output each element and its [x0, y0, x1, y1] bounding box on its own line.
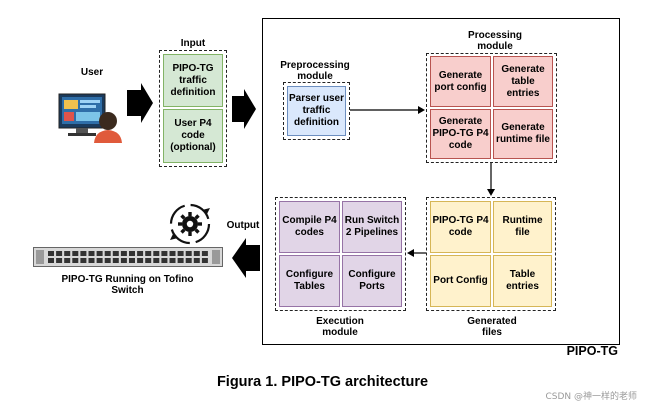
table-entries-file-box: Table entries: [493, 255, 552, 307]
processing-label: Processing module: [468, 30, 522, 52]
generate-table-entries-box: Generate table entries: [493, 56, 553, 107]
parser-box: Parser user traffic definition: [287, 86, 346, 136]
user-label: User: [80, 67, 104, 78]
configure-tables-box: Configure Tables: [279, 255, 340, 307]
input-group: [159, 50, 227, 167]
processing-group: [426, 53, 557, 163]
compile-p4-codes-box: Compile P4 codes: [279, 201, 340, 253]
generated-files-group: [426, 197, 556, 311]
arrow-execution-to-output: [232, 238, 260, 278]
generate-pipo-tg-p4-code-box: Generate PIPO-TG P4 code: [430, 109, 491, 159]
user-p4-code-box: User P4 code (optional): [163, 109, 223, 163]
generate-runtime-file-box: Generate runtime file: [493, 109, 553, 159]
input-label: Input: [180, 38, 206, 49]
switch-label: PIPO-TG Running on Tofino Switch: [61, 274, 194, 296]
generate-port-config-box: Generate port config: [430, 56, 491, 107]
execution-label: Execution module: [316, 316, 364, 338]
pipo-tg-system-box: [262, 18, 620, 345]
configure-ports-box: Configure Ports: [342, 255, 402, 307]
runtime-file-box: Runtime file: [493, 201, 552, 253]
pipo-tg-p4-code-file-box: PIPO-TG P4 code: [430, 201, 491, 253]
execution-group: [275, 197, 406, 311]
preprocessing-label: Preprocessing module: [280, 60, 350, 82]
csdn-watermark: CSDN @神一样的老师: [545, 392, 637, 402]
tofino-switch-icon: [33, 247, 223, 267]
run-switch-pipelines-box: Run Switch 2 Pipelines: [342, 201, 402, 253]
traffic-definition-box: PIPO-TG traffic definition: [163, 54, 223, 107]
preprocessing-group: [283, 82, 350, 140]
arrow-input-to-preprocessing: [232, 89, 256, 129]
system-label: PIPO-TG: [566, 344, 618, 358]
gear-cycle-icon: [169, 203, 211, 245]
arrow-user-to-input: [127, 83, 153, 123]
figure-caption: Figura 1. PIPO-TG architecture: [216, 374, 429, 390]
port-config-file-box: Port Config: [430, 255, 491, 307]
user-at-computer-icon: [58, 93, 122, 143]
generated-files-label: Generated files: [467, 316, 517, 338]
output-label: Output: [226, 220, 260, 231]
